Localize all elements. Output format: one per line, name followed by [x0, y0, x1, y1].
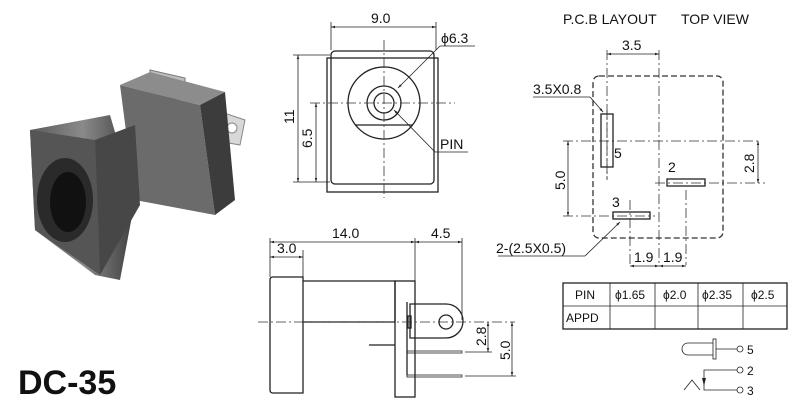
dim-1-9-right: 1.9 — [663, 249, 683, 265]
dim-tab: 4.5 — [431, 225, 451, 241]
side-view: 14.0 4.5 3.0 2.8 5.0 — [258, 225, 516, 398]
table-header-pin: PIN — [575, 288, 595, 302]
dim-pin-offset-1: 2.8 — [473, 326, 489, 346]
table-header: ϕ2.5 — [751, 288, 775, 302]
slot-5-size: 3.5X0.8 — [533, 81, 581, 97]
pcb-title: P.C.B LAYOUT — [563, 11, 657, 27]
dim-2-8: 2.8 — [741, 153, 757, 173]
table-header: ϕ2.0 — [663, 288, 687, 302]
dim-height: 11 — [281, 109, 297, 124]
dim-front: 3.0 — [277, 240, 297, 256]
schematic-symbol: 5 2 3 — [681, 338, 754, 398]
table-header: ϕ2.35 — [702, 288, 732, 302]
pin-table: PIN ϕ1.65 ϕ2.0 ϕ2.35 ϕ2.5 APPD — [562, 282, 788, 330]
schematic-pin-2: 2 — [747, 364, 754, 378]
dim-length: 14.0 — [332, 225, 359, 241]
dim-pin-offset-2: 5.0 — [497, 340, 513, 360]
pcb-subtitle: TOP VIEW — [681, 11, 750, 27]
dim-3-5: 3.5 — [622, 37, 642, 53]
slot-small-size: 2-(2.5X0.5) — [496, 240, 566, 256]
front-view: 9.0 11 6.5 ϕ6.3 PIN — [281, 10, 475, 198]
table-row-label: APPD — [566, 311, 599, 325]
pcb-pin-3-label: 3 — [612, 194, 620, 210]
pcb-pin-5-label: 5 — [614, 145, 622, 161]
schematic-pin-3: 3 — [747, 384, 754, 398]
dim-center-height: 6.5 — [299, 128, 315, 148]
model-title: DC-35 — [18, 364, 116, 402]
connector-photo — [30, 69, 246, 280]
dim-5-0: 5.0 — [552, 170, 568, 190]
dim-diameter: ϕ6.3 — [441, 30, 469, 46]
pcb-layout: P.C.B LAYOUT TOP VIEW 3.5 5 3.5X0.8 2 3 … — [496, 11, 765, 268]
pin-label: PIN — [440, 136, 463, 152]
table-header: ϕ1.65 — [615, 288, 645, 302]
dim-1-9-left: 1.9 — [634, 249, 654, 265]
schematic-pin-5: 5 — [747, 343, 754, 357]
pcb-pin-2-label: 2 — [668, 159, 676, 175]
dim-width: 9.0 — [371, 10, 391, 26]
